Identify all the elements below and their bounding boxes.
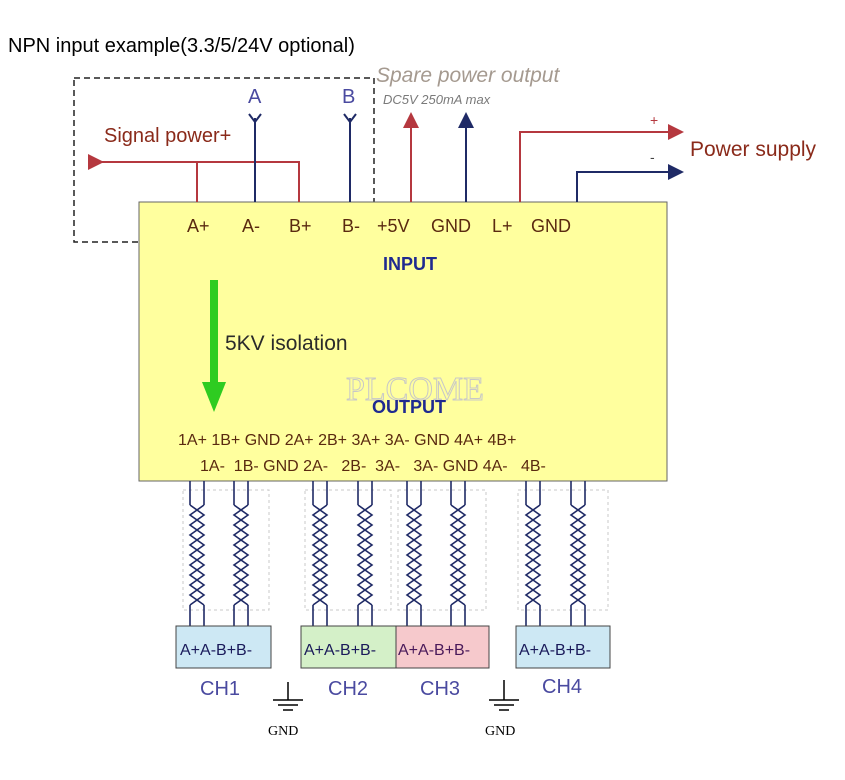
power-supply-label: Power supply bbox=[690, 138, 817, 161]
channel-label-ch3: CH3 bbox=[420, 678, 460, 700]
twisted-pair-cables bbox=[182, 481, 609, 626]
pin-gnd-1: GND bbox=[431, 216, 471, 236]
signal-power-label: Signal power+ bbox=[104, 125, 231, 147]
output-section-label: OUTPUT bbox=[372, 397, 446, 417]
cable-shield-1 bbox=[182, 489, 270, 611]
cable-shield-3 bbox=[397, 489, 487, 611]
pin-a-plus: A+ bbox=[187, 216, 210, 236]
input-pin-row: A+ A- B+ B- +5V GND L+ GND bbox=[187, 216, 571, 236]
isolation-arrow bbox=[202, 280, 226, 412]
ground-symbol-2 bbox=[489, 680, 519, 711]
input-a-arrow bbox=[248, 113, 262, 124]
pin-b-plus: B+ bbox=[289, 216, 312, 236]
terminal-ch3: A+A-B+B- bbox=[395, 625, 490, 669]
terminal-ch2: A+A-B+B- bbox=[300, 625, 397, 669]
power-plus-sign: + bbox=[650, 112, 658, 128]
cable-shield-2 bbox=[304, 489, 392, 611]
diagram-title: NPN input example(3.3/5/24V optional) bbox=[8, 35, 355, 57]
pin-b-minus: B- bbox=[342, 216, 360, 236]
terminal-ch3-pins: A+A-B+B- bbox=[398, 642, 470, 659]
ground-label-2: GND bbox=[485, 724, 515, 739]
input-a-label: A bbox=[248, 86, 262, 108]
spare-power-spec: DC5V 250mA max bbox=[383, 92, 491, 107]
spare-power-label: Spare power output bbox=[376, 64, 560, 87]
input-b-arrow bbox=[343, 113, 357, 124]
input-section-label: INPUT bbox=[383, 254, 437, 274]
pin-5v: +5V bbox=[377, 216, 410, 236]
pin-a-minus: A- bbox=[242, 216, 260, 236]
terminal-ch2-pins: A+A-B+B- bbox=[304, 642, 376, 659]
isolation-label: 5KV isolation bbox=[225, 332, 348, 355]
power-plus-wire bbox=[519, 131, 668, 202]
ground-label-1: GND bbox=[268, 724, 298, 739]
channel-label-ch1: CH1 bbox=[200, 678, 240, 700]
power-gnd-wire bbox=[576, 171, 668, 202]
output-pin-row-2: 1A- 1B- GND 2A- 2B- 3A- 3A- GND 4A- 4B- bbox=[200, 458, 546, 475]
module-box bbox=[138, 201, 668, 482]
ground-symbol-1 bbox=[273, 682, 303, 711]
cable-shield-4 bbox=[517, 489, 609, 611]
terminal-ch4-pins: A+A-B+B- bbox=[519, 642, 591, 659]
channel-label-ch4: CH4 bbox=[542, 676, 582, 698]
terminal-ch1-pins: A+A-B+B- bbox=[180, 642, 252, 659]
terminal-ch1: A+A-B+B- bbox=[175, 625, 272, 669]
power-minus-sign: - bbox=[650, 149, 655, 165]
input-b-label: B bbox=[342, 86, 355, 108]
channel-label-ch2: CH2 bbox=[328, 678, 368, 700]
terminal-ch4: A+A-B+B- bbox=[515, 625, 611, 669]
pin-l-plus: L+ bbox=[492, 216, 513, 236]
pin-gnd-2: GND bbox=[531, 216, 571, 236]
output-pin-row-1: 1A+ 1B+ GND 2A+ 2B+ 3A+ 3A- GND 4A+ 4B+ bbox=[178, 432, 516, 449]
watermark-logo: PLCOME bbox=[346, 371, 484, 408]
